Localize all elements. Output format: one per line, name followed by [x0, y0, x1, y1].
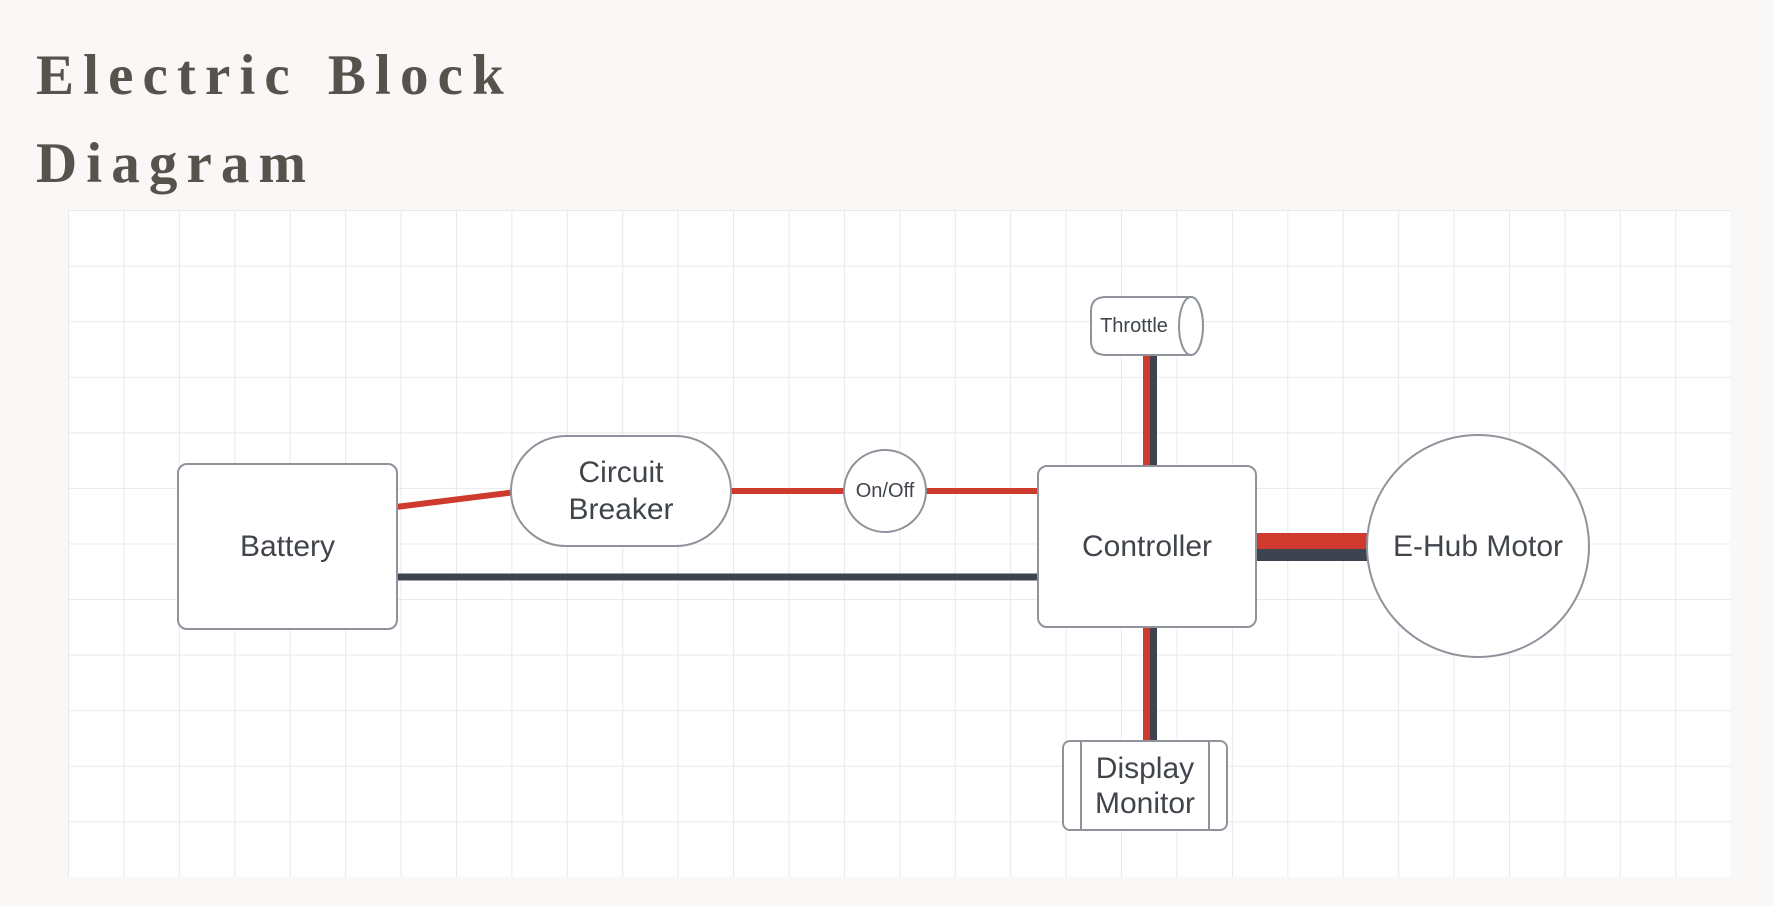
throttle-cylinder-shape — [1090, 296, 1204, 356]
display-monitor-label: Display Monitor — [1094, 751, 1196, 820]
controller-label: Controller — [1081, 530, 1213, 563]
node-display-monitor[interactable]: Display Monitor — [1062, 740, 1228, 831]
circuit-breaker-label: Circuit Breaker — [568, 456, 674, 526]
node-circuit-breaker[interactable]: Circuit Breaker — [510, 435, 732, 547]
page-title-line-2: Diagram — [36, 132, 316, 195]
node-battery[interactable]: Battery — [177, 463, 398, 630]
on-off-label: On/Off — [855, 480, 915, 502]
page-title-line-1: Electric Block — [36, 44, 513, 107]
display-monitor-left-stripe — [1080, 741, 1082, 830]
node-controller[interactable]: Controller — [1037, 465, 1257, 628]
page-title: Electric Block Diagram — [36, 32, 513, 208]
node-e-hub-motor[interactable]: E-Hub Motor — [1366, 434, 1590, 658]
node-throttle[interactable]: Throttle — [1088, 294, 1206, 358]
e-hub-motor-label: E-Hub Motor — [1392, 529, 1564, 563]
display-monitor-right-stripe — [1208, 741, 1210, 830]
battery-label: Battery — [239, 530, 336, 563]
wire-battery-to-circuit-breaker[interactable] — [395, 489, 517, 510]
node-on-off-switch[interactable]: On/Off — [843, 449, 927, 533]
